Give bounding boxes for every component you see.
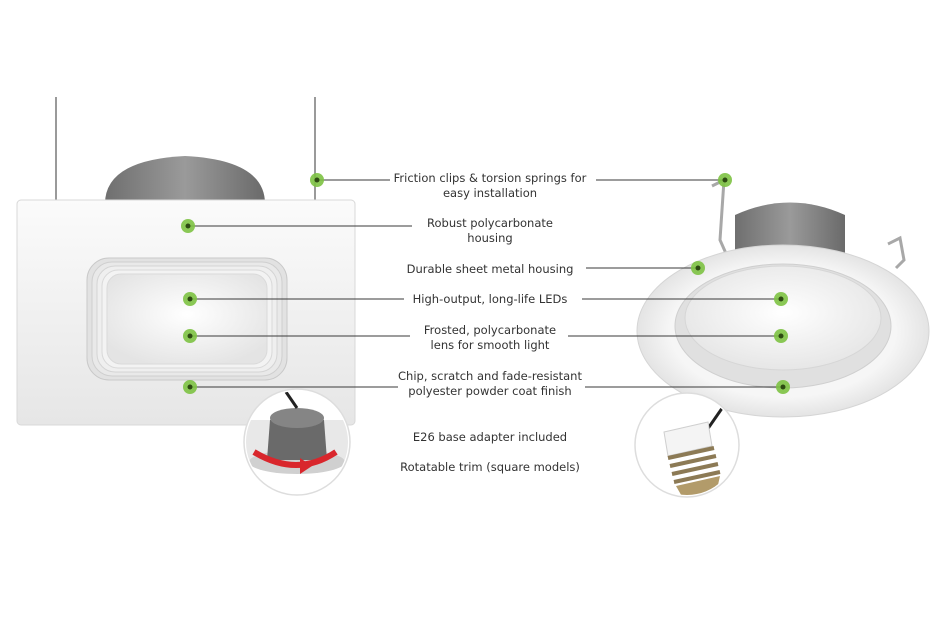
callout-line: Robust polycarbonate	[427, 216, 553, 230]
callout-line: Friction clips & torsion springs for	[393, 171, 587, 185]
rotate-arrow-icon	[252, 449, 338, 468]
callout-marker-icon	[776, 380, 790, 394]
callout-marker-icon	[183, 292, 197, 306]
callout-marker-icon	[774, 329, 788, 343]
callout-marker-icon	[774, 292, 788, 306]
e26-adapter-inset	[634, 392, 740, 498]
callout-marker-icon	[718, 173, 732, 187]
callout-line: Chip, scratch and fade-resistant	[398, 369, 582, 383]
sheet-metal-housing	[735, 202, 845, 255]
callout-line: polyester powder coat finish	[408, 384, 572, 398]
callout-line: High-output, long-life LEDs	[412, 292, 568, 306]
square-fixture-illustration	[16, 97, 356, 426]
callout-line: housing	[467, 231, 513, 245]
callout-robust-housing: Robust polycarbonate housing	[384, 216, 596, 246]
callout-marker-icon	[691, 261, 705, 275]
callout-marker-icon	[181, 219, 195, 233]
callout-rotatable: Rotatable trim (square models)	[374, 460, 606, 475]
callout-line: Frosted, polycarbonate	[423, 323, 557, 337]
callout-lens: Frosted, polycarbonate lens for smooth l…	[384, 323, 596, 353]
callout-markers	[181, 173, 790, 394]
stepped-lens	[86, 257, 288, 381]
callout-sheet-metal: Durable sheet metal housing	[384, 262, 596, 277]
callout-marker-icon	[183, 329, 197, 343]
round-lens	[684, 265, 882, 371]
metal-can	[104, 156, 266, 205]
callout-marker-icon	[183, 380, 197, 394]
callout-line: E26 base adapter included	[412, 430, 568, 444]
friction-clip-left	[711, 177, 730, 259]
callout-line: easy installation	[442, 186, 538, 200]
rotatable-trim-inset	[243, 388, 351, 496]
friction-clip-right	[887, 235, 906, 270]
callout-line: Durable sheet metal housing	[406, 262, 574, 276]
callout-finish: Chip, scratch and fade-resistant polyest…	[374, 369, 606, 399]
callout-friction-clips: Friction clips & torsion springs for eas…	[384, 171, 596, 201]
callout-marker-icon	[310, 173, 324, 187]
callout-e26: E26 base adapter included	[384, 430, 596, 445]
callout-line: Rotatable trim (square models)	[400, 460, 580, 474]
callout-leds: High-output, long-life LEDs	[384, 292, 596, 307]
callout-line: lens for smooth light	[430, 338, 550, 352]
leader-lines	[188, 179, 783, 388]
